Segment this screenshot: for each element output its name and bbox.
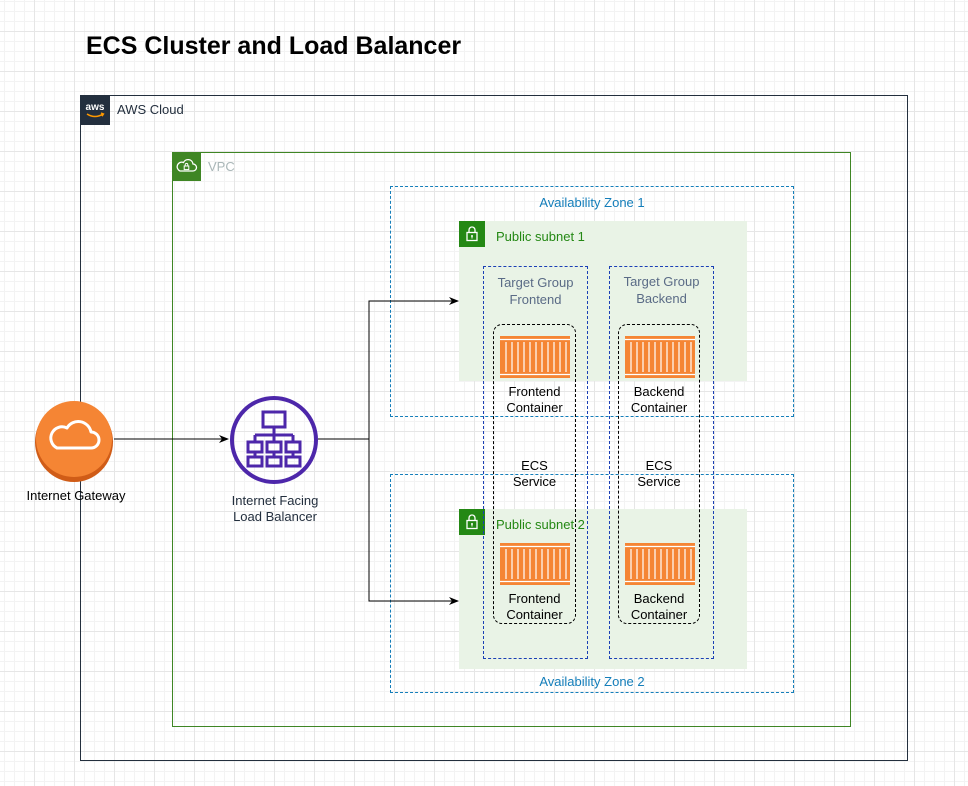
- load-balancer-label: Internet Facing Load Balancer: [210, 493, 340, 525]
- ecs-service-frontend-line2: Service: [512, 474, 557, 489]
- target-group-backend-line2: Backend: [636, 291, 687, 306]
- ecs-service-backend-line1: ECS: [645, 458, 673, 473]
- container-label: Frontend Container: [493, 591, 576, 623]
- availability-zone-2-label: Availability Zone 2: [539, 674, 645, 689]
- container-label-line1: Backend: [633, 384, 685, 399]
- public-subnet-2-label: Public subnet 2: [496, 517, 585, 532]
- vpc-label: VPC: [208, 159, 235, 174]
- ecs-service-frontend-line1: ECS: [521, 458, 548, 473]
- padlock-icon: [459, 509, 485, 535]
- ecs-service-frontend-label: ECS Service: [493, 458, 576, 490]
- ecs-service-backend[interactable]: [618, 324, 700, 624]
- svg-text:aws: aws: [86, 102, 105, 113]
- container-label: Backend Container: [618, 384, 700, 416]
- cloud-icon[interactable]: [33, 398, 115, 484]
- container-label-line2: Container: [506, 607, 563, 622]
- availability-zone-2[interactable]: [390, 474, 794, 693]
- load-balancer-to-subnet-1-arrow[interactable]: [318, 297, 459, 440]
- container-label: Frontend Container: [493, 384, 576, 416]
- padlock-icon: [459, 221, 485, 247]
- public-subnet-1-label: Public subnet 1: [496, 229, 585, 244]
- target-group-frontend-line2: Frontend: [509, 292, 562, 307]
- container-label-line1: Frontend: [508, 384, 561, 399]
- load-balancer-to-subnet-2-arrow[interactable]: [368, 439, 459, 605]
- target-group-backend-line1: Target Group: [623, 274, 700, 289]
- container-label-line1: Backend: [633, 591, 685, 606]
- container-label: Backend Container: [618, 591, 700, 623]
- target-group-frontend-label: Target Group Frontend: [483, 274, 588, 308]
- load-balancer-label-line1: Internet Facing: [231, 493, 319, 508]
- container-label-line2: Container: [506, 400, 563, 415]
- load-balancer-label-line2: Load Balancer: [233, 509, 317, 524]
- ecs-container-icon[interactable]: [625, 336, 695, 378]
- ecs-container-icon[interactable]: [500, 336, 570, 378]
- ecs-service-backend-line2: Service: [637, 474, 681, 489]
- container-label-line1: Frontend: [508, 591, 561, 606]
- internet-gateway-label: Internet Gateway: [26, 488, 126, 503]
- load-balancer-icon[interactable]: [229, 395, 319, 485]
- ecs-container-icon[interactable]: [500, 543, 570, 585]
- target-group-backend-label: Target Group Backend: [609, 273, 714, 307]
- diagram-title: ECS Cluster and Load Balancer: [86, 32, 462, 60]
- availability-zone-1-label: Availability Zone 1: [539, 195, 645, 210]
- ecs-service-backend-label: ECS Service: [618, 458, 700, 490]
- container-label-line2: Container: [630, 400, 688, 415]
- vpc-cloud-lock-icon: [172, 152, 201, 181]
- target-group-frontend-line1: Target Group: [497, 275, 574, 290]
- target-group-frontend[interactable]: [483, 266, 588, 659]
- aws-cloud-label: AWS Cloud: [117, 102, 184, 117]
- ecs-container-icon[interactable]: [625, 543, 695, 585]
- ecs-service-frontend[interactable]: [493, 324, 576, 624]
- aws-logo-icon: aws: [80, 95, 110, 125]
- target-group-backend[interactable]: [609, 266, 714, 659]
- container-label-line2: Container: [630, 607, 688, 622]
